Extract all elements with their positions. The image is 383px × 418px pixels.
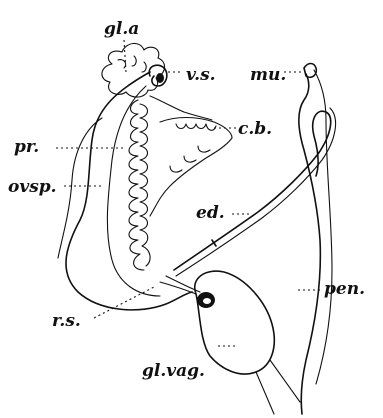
label-pr: pr. xyxy=(14,137,39,157)
label-rs: r.s. xyxy=(52,311,81,331)
carrefour-lobes xyxy=(170,124,216,172)
label-gla: gl.a xyxy=(104,19,139,39)
leader-rs xyxy=(94,286,156,318)
albumen-gland xyxy=(102,43,165,97)
carrefour-body xyxy=(150,118,232,217)
albumen-gland-texture xyxy=(118,56,146,72)
label-cb: c.b. xyxy=(238,119,272,139)
label-glvag: gl.vag. xyxy=(142,361,205,381)
label-ed: ed. xyxy=(196,203,225,223)
carrefour-duct xyxy=(150,96,212,120)
atrium-duct-right xyxy=(270,360,300,402)
body-outer-contour xyxy=(58,118,102,258)
label-vs: v.s. xyxy=(186,65,216,85)
vesicula-dark-spot xyxy=(156,73,164,83)
label-mu: mu. xyxy=(250,65,286,85)
vaginal-opening-inner xyxy=(203,298,211,304)
prostate-coils-2 xyxy=(140,104,150,266)
label-ovsp: ovsp. xyxy=(8,177,57,197)
vaginal-gland xyxy=(195,271,275,374)
label-pen: pen. xyxy=(324,279,365,299)
atrium-duct-left xyxy=(256,372,274,414)
prostate-coils xyxy=(129,100,144,270)
penis-sheath xyxy=(299,74,321,414)
